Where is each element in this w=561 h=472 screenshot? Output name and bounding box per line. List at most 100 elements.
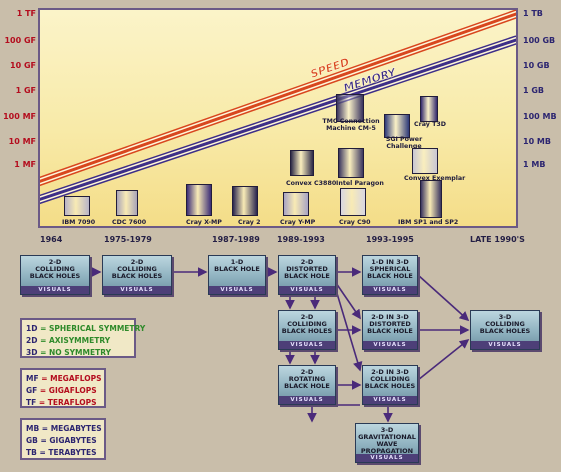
computer-label: Cray T3D: [414, 121, 446, 128]
visuals-label: VISUALS: [363, 396, 417, 404]
legend-row: GB = GIGABYTES: [26, 435, 104, 447]
timeline-year: 1964: [40, 235, 63, 244]
timeline-year: 1989-1993: [277, 235, 325, 244]
computer-label: Cray 2: [238, 219, 261, 226]
computer-icon: [412, 148, 438, 174]
legend-row: 3D = NO SYMMETRY: [26, 347, 134, 359]
y-tick-left: 10 MF: [8, 137, 36, 146]
flow-box-text: 3-D: [380, 426, 394, 434]
legend-abbr: GB: [26, 436, 38, 445]
computer-icon: [384, 114, 410, 138]
flow-box-text: BLACK HOLE: [367, 327, 413, 335]
visuals-label: VISUALS: [209, 286, 265, 294]
flow-box-text: 2-D: [300, 368, 314, 376]
y-tick-left: 100 GF: [4, 36, 36, 45]
computer-label: Cray X-MP: [186, 219, 222, 226]
computer-icon: [336, 94, 364, 122]
y-tick-right: 10 GB: [523, 61, 550, 70]
memory-line: [40, 35, 516, 205]
computer-icon: [186, 184, 212, 216]
flow-box-text: 1-D: [230, 258, 244, 266]
legend-abbr: MF: [26, 374, 39, 383]
flow-box-text: DISTORTED: [369, 320, 411, 328]
legend-text: = GIGABYTES: [37, 436, 97, 445]
legend-abbr: 1D: [26, 324, 38, 333]
flow-box-text: 2-D: [300, 258, 314, 266]
flow-box-text: DISTORTED: [286, 265, 328, 273]
speed-line: [40, 10, 516, 187]
flow-box-text: GRAVITATIONAL: [358, 433, 416, 441]
computer-icon: [420, 96, 438, 122]
flow-box-text: 2-D: [130, 258, 144, 266]
visuals-label: VISUALS: [471, 341, 539, 349]
y-tick-right: 10 MB: [523, 137, 551, 146]
timeline-year: 1993-1995: [366, 235, 414, 244]
legend-text: = AXISYMMETRY: [37, 336, 111, 345]
legend-text: = MEGABYTES: [39, 424, 102, 433]
computer-icon: [64, 196, 90, 216]
flow-box-text: BLACK HOLE: [367, 272, 413, 280]
legend-text: = SPHERICAL SYMMETRY: [37, 324, 146, 333]
legend-abbr: 3D: [26, 348, 38, 357]
legend-text: = GIGAFLOPS: [37, 386, 97, 395]
flow-box-text: BLACK HOLES: [479, 327, 531, 335]
y-tick-left: 1 TF: [16, 9, 36, 18]
timeline-year: LATE 1990'S: [470, 235, 525, 244]
computer-icon: [283, 192, 309, 216]
legend-row: MF = MEGAFLOPS: [26, 373, 104, 385]
legend-text: = TERABYTES: [36, 448, 97, 457]
computer-label: IBM 7090: [62, 219, 96, 226]
visuals-label: VISUALS: [279, 396, 335, 404]
flow-arrow: [417, 274, 470, 322]
legend-row: TF = TERAFLOPS: [26, 397, 104, 409]
flow-box-text: 2-D: [48, 258, 62, 266]
legend-abbr: TF: [26, 398, 37, 407]
computer-icon: [290, 150, 314, 176]
flow-box-text: COLLIDING: [117, 265, 157, 273]
legend-text: = MEGAFLOPS: [38, 374, 102, 383]
legend-text: = TERAFLOPS: [36, 398, 97, 407]
legend-row: 1D = SPHERICAL SYMMETRY: [26, 323, 145, 335]
flow-box-text: BLACK HOLES: [364, 382, 416, 390]
y-tick-left: 1 MF: [14, 160, 36, 169]
legend-row: MB = MEGABYTES: [26, 423, 104, 435]
computer-label: TMC Connection Machine CM-5: [322, 118, 380, 132]
visuals-label: VISUALS: [356, 454, 418, 462]
legend-text: = NO SYMMETRY: [37, 348, 112, 357]
legend-abbr: MB: [26, 424, 40, 433]
flow-box-text: ROTATING: [288, 375, 326, 383]
computer-label: Convex Exemplar: [404, 175, 466, 182]
flow-box-text: BLACK HOLE: [284, 272, 330, 280]
flow-box-text: BLACK HOLES: [281, 327, 333, 335]
flow-box-text: COLLIDING: [370, 375, 410, 383]
flow-box-text: BLACK HOLES: [111, 272, 163, 280]
computer-label: IBM SP1 and SP2: [398, 219, 459, 226]
visuals-label: VISUALS: [21, 286, 89, 294]
flow-box-text: PROPAGATION: [360, 447, 414, 455]
flow-box-text: COLLIDING: [485, 320, 525, 328]
y-tick-left: 10 GF: [10, 61, 36, 70]
flow-box-text: COLLIDING: [35, 265, 75, 273]
flow-box-text: 2-D IN 3-D: [371, 313, 409, 321]
y-tick-left: 1 GF: [15, 86, 36, 95]
visuals-label: VISUALS: [363, 286, 417, 294]
flow-box-text: BLACK HOLE: [284, 382, 330, 390]
computer-icon: [232, 186, 258, 216]
flow-arrow: [417, 339, 470, 381]
computer-icon: [338, 148, 364, 178]
legend-row: GF = GIGAFLOPS: [26, 385, 104, 397]
